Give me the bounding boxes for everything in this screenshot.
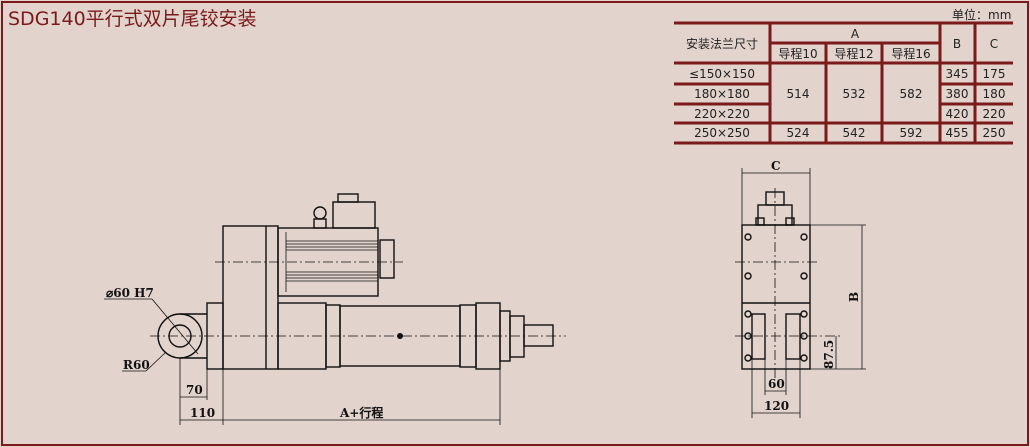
sub-header-lead-12: 导程12 [834, 46, 873, 61]
dim-c: C [771, 159, 781, 173]
lifting-eye-icon [313, 206, 327, 220]
row-b: 420 [946, 107, 969, 121]
row-c: 220 [983, 107, 1006, 121]
clevis-bore [168, 324, 192, 348]
bolt-holes [744, 233, 808, 362]
dim-b: B [847, 292, 861, 302]
row-size: 250×250 [694, 126, 750, 140]
row-size: 180×180 [694, 87, 750, 101]
a-value-lead-10-large: 524 [787, 126, 810, 140]
grease-nipple-icon [397, 333, 403, 339]
a-value-lead-12: 532 [843, 87, 866, 101]
end-view-drawing [735, 168, 866, 418]
a-value-lead-16-large: 592 [900, 126, 923, 140]
dim-87-5: 87.5 [822, 340, 836, 369]
connector-box [332, 201, 376, 229]
header-c: C [990, 37, 998, 51]
side-view-drawing [104, 193, 566, 425]
bore-label: ⌀60 H7 [106, 286, 154, 300]
row-b: 455 [946, 126, 969, 140]
dimension-table: 安装法兰尺寸 A B C 导程10 导程12 导程16 ≤150×150 345… [674, 21, 1013, 145]
header-b: B [953, 37, 961, 51]
a-value-lead-10: 514 [787, 87, 810, 101]
dim-stroke: A+行程 [339, 405, 383, 420]
row-b: 380 [946, 87, 969, 101]
end-view-dimensions: C B 87.5 60 120 [764, 159, 861, 413]
page-title: SDG140平行式双片尾铰安装 [8, 8, 257, 30]
sub-header-lead-16: 导程16 [891, 46, 930, 61]
dim-70: 70 [186, 383, 203, 397]
row-size: ≤150×150 [689, 67, 755, 81]
sub-header-lead-10: 导程10 [778, 46, 817, 61]
unit-label: 单位：mm [952, 8, 1012, 22]
row-c: 175 [983, 67, 1006, 81]
side-view-dimensions: ⌀60 H7 R60 70 110 A+行程 [106, 286, 383, 420]
dim-60: 60 [768, 377, 785, 391]
header-a: A [851, 27, 860, 41]
row-c: 180 [983, 87, 1006, 101]
a-value-lead-12-large: 542 [843, 126, 866, 140]
dim-110: 110 [190, 406, 215, 420]
row-c: 250 [983, 126, 1006, 140]
row-b: 345 [946, 67, 969, 81]
dim-120: 120 [764, 399, 789, 413]
row-size: 220×220 [694, 107, 750, 121]
radius-label: R60 [123, 358, 150, 372]
header-flange: 安装法兰尺寸 [686, 36, 758, 51]
a-value-lead-16: 582 [900, 87, 923, 101]
